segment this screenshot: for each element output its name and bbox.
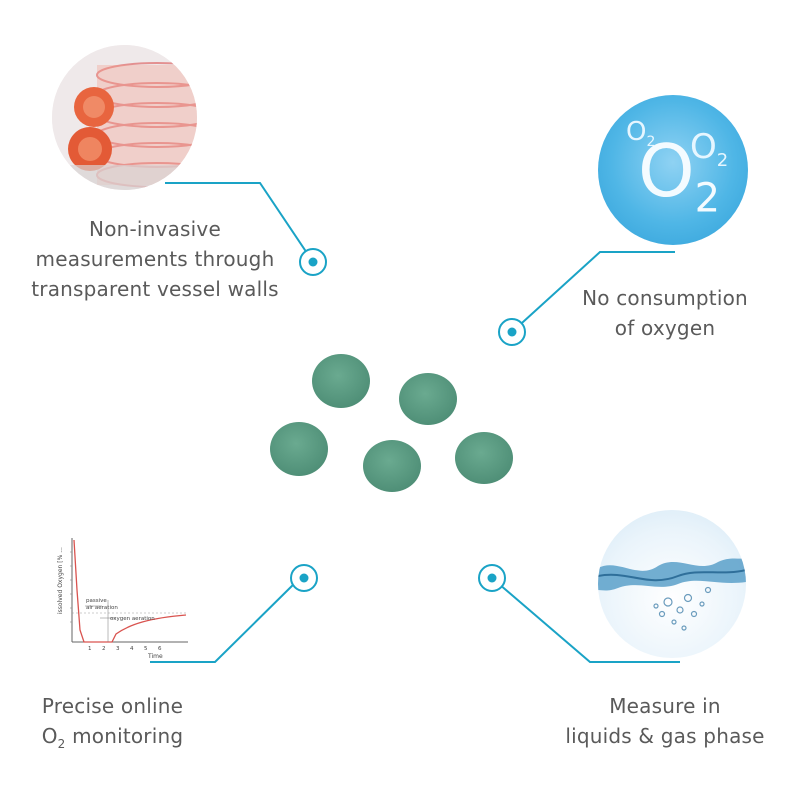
chart-xtick: 2 bbox=[102, 646, 106, 652]
chart-ylabel: issolved Oxygen [% ... bbox=[57, 547, 64, 614]
chart-xtick: 6 bbox=[158, 646, 162, 652]
connector-bottom-left bbox=[150, 577, 301, 663]
water-splash-image bbox=[598, 510, 746, 658]
o2-big: O2 bbox=[638, 129, 721, 222]
chart-xtick: 1 bbox=[88, 646, 92, 652]
chart-xtick: 5 bbox=[144, 646, 148, 652]
petri-dish-photo bbox=[52, 45, 197, 190]
sensor-spot bbox=[399, 373, 457, 425]
chart-xlabel: Time bbox=[147, 653, 163, 660]
chart-annotation: oxygen aeration bbox=[110, 616, 155, 622]
chart-xtick: 3 bbox=[116, 646, 120, 652]
target-icon-top-right bbox=[498, 318, 526, 346]
chart-annotation: air aeration bbox=[86, 605, 118, 611]
o2-small-2: O2 bbox=[690, 127, 729, 171]
sensor-spot bbox=[455, 432, 513, 484]
target-icon-bottom-left bbox=[290, 564, 318, 592]
label-precise-online: Precise online O2 monitoring bbox=[41, 694, 184, 751]
sensor-spot bbox=[270, 422, 328, 476]
label-measure-liquids: Measure in liquids & gas phase bbox=[565, 694, 765, 748]
sensor-spots bbox=[270, 354, 513, 492]
target-icon-top-left bbox=[299, 248, 327, 276]
connector-top-right bbox=[511, 251, 675, 333]
connector-bottom-right bbox=[491, 577, 680, 663]
chart-annotation: passive bbox=[86, 598, 107, 604]
oxygen-monitoring-chart: issolved Oxygen [% ... passive air aerat… bbox=[50, 530, 190, 660]
connector-top-left bbox=[165, 182, 314, 263]
target-icon-bottom-right bbox=[478, 564, 506, 592]
label-no-consumption: No consumption of oxygen bbox=[582, 286, 748, 340]
o2-bubble-image: O2 O2 O2 bbox=[598, 95, 748, 245]
o2-small-1: O2 bbox=[626, 117, 656, 151]
chart-xtick: 4 bbox=[130, 646, 134, 652]
sensor-spot bbox=[363, 440, 421, 492]
sensor-spot bbox=[312, 354, 370, 408]
label-non-invasive: Non-invasive measurements through transp… bbox=[31, 217, 279, 301]
